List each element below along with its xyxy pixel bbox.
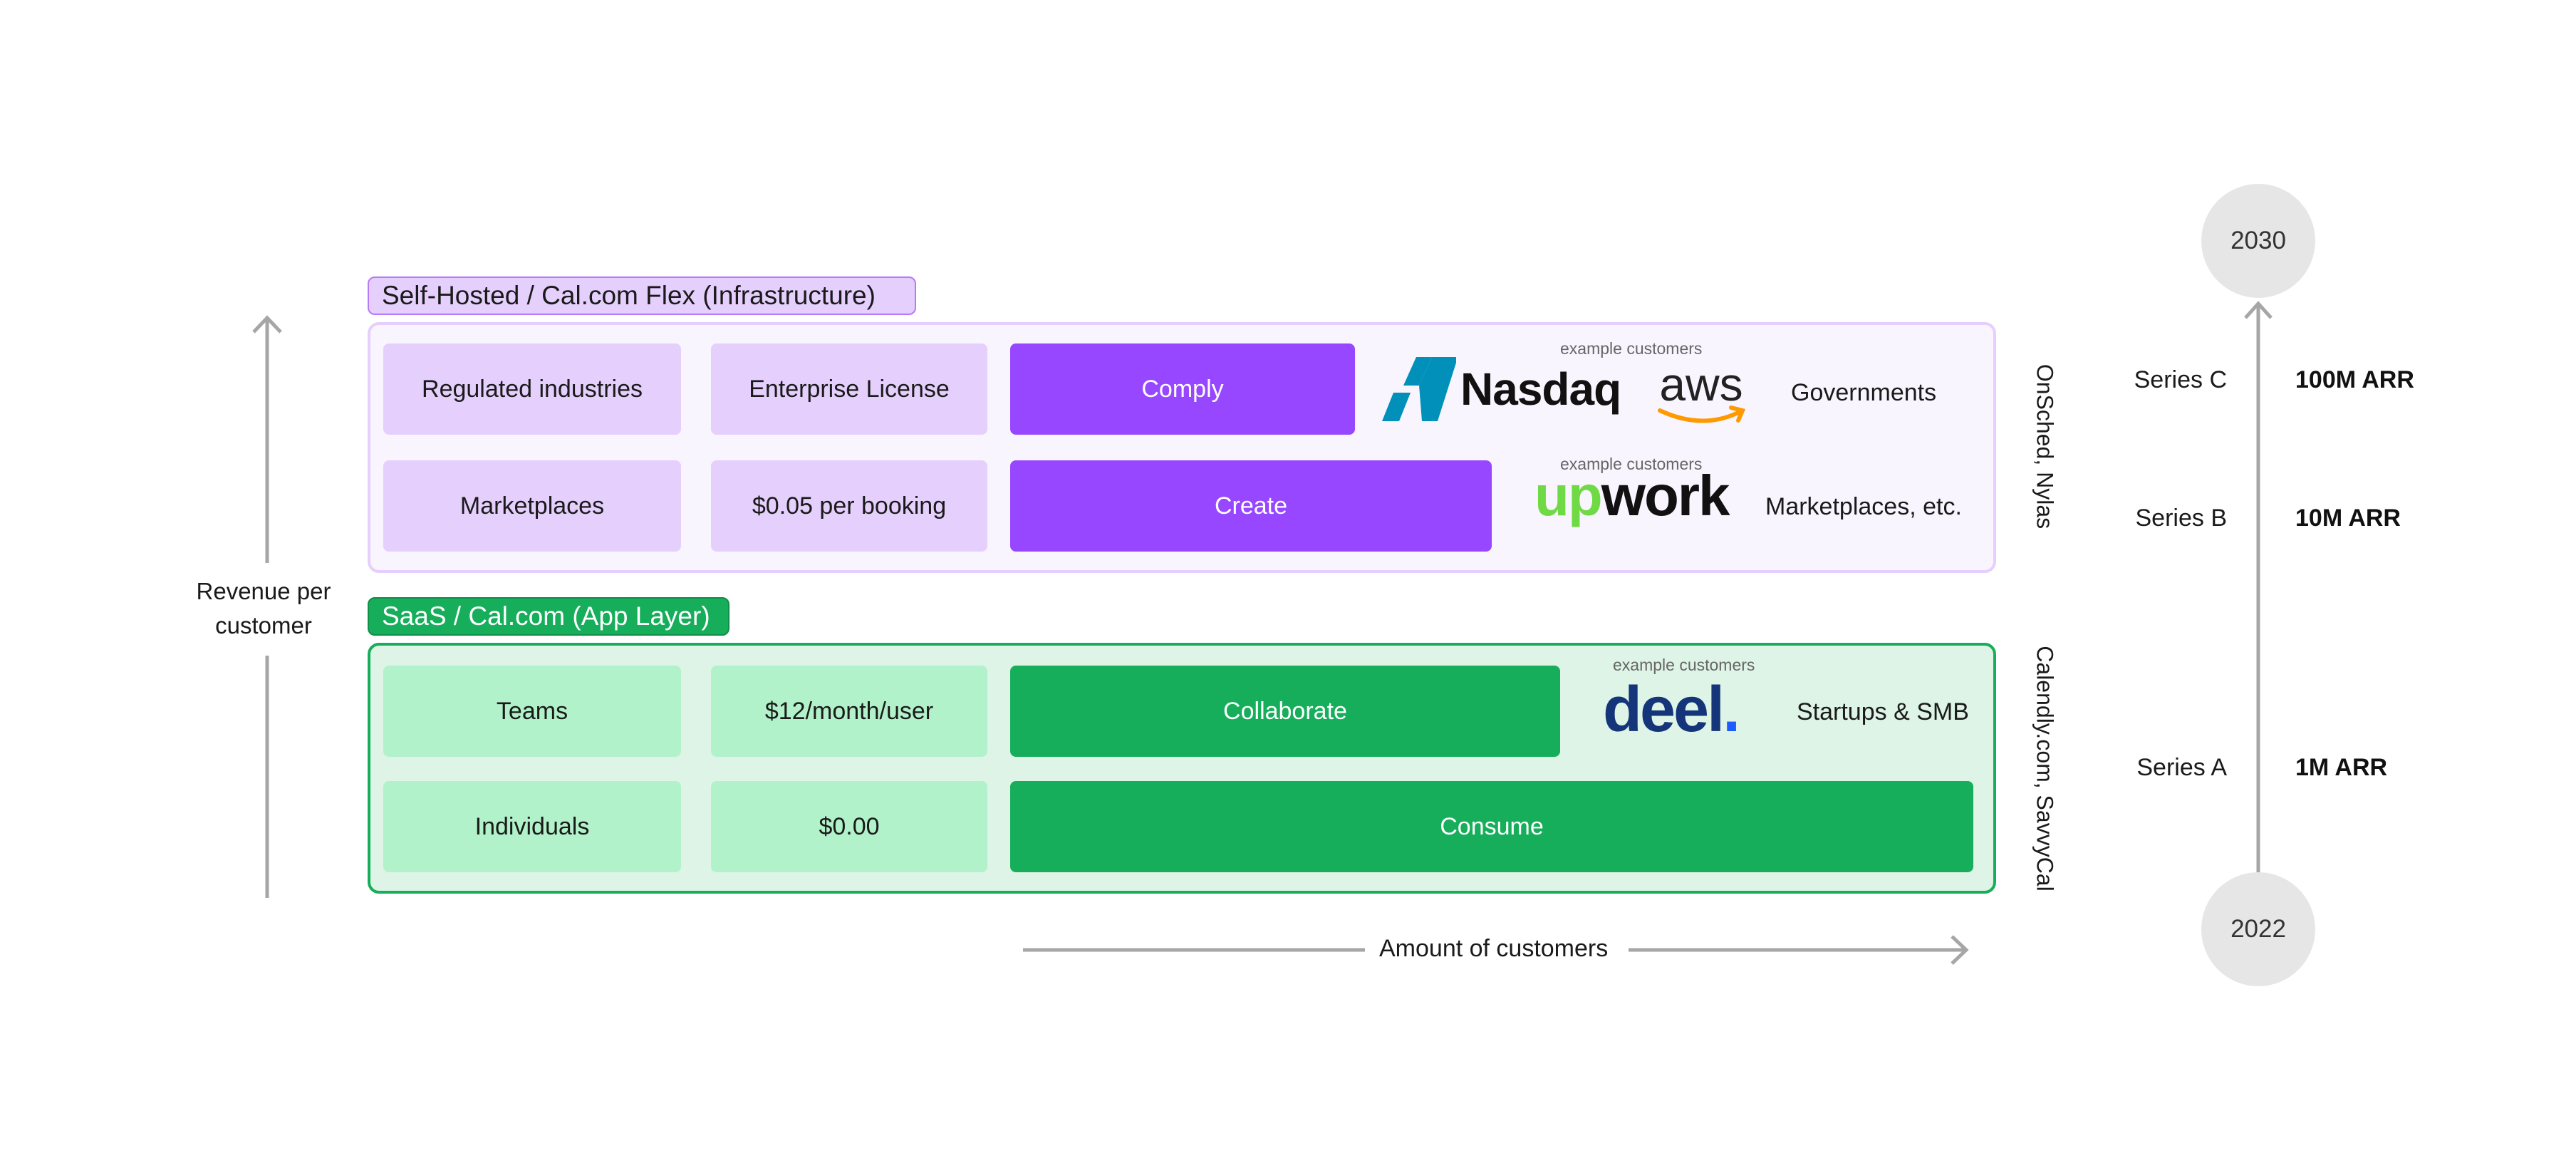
upwork-up-mark: up <box>1534 464 1603 527</box>
customers-axis-label: Amount of customers <box>1379 935 1609 962</box>
timeline-arrow <box>2244 301 2273 873</box>
timeline-end-year: 2030 <box>2201 184 2315 298</box>
customers-governments: Governments <box>1791 379 1937 406</box>
example-customers-label: example customers <box>1560 455 1703 473</box>
customers-axis-arrow <box>1023 935 1969 965</box>
example-customers-label: example customers <box>1560 339 1703 358</box>
upwork-work-mark: work <box>1601 464 1730 527</box>
price-free: $0.00 <box>711 781 987 872</box>
timeline-start-year: 2022 <box>2201 872 2315 986</box>
tier-collaborate: Collaborate <box>1010 666 1560 757</box>
example-customers-label: example customers <box>1613 656 1755 674</box>
milestone-series-b: Series B <box>2135 505 2228 532</box>
segment-teams: Teams <box>383 666 681 757</box>
segment-individuals: Individuals <box>383 781 681 872</box>
milestone-arr-1m: 1M ARR <box>2295 754 2388 781</box>
revenue-axis-arrow <box>252 315 282 898</box>
nasdaq-wordmark: Nasdaq <box>1460 363 1621 415</box>
deel-wordmark: deel. <box>1603 674 1740 745</box>
milestone-arr-100m: 100M ARR <box>2295 366 2414 393</box>
self-hosted-competitors-label: OnSched, Nylas <box>2032 363 2058 529</box>
price-enterprise-license: Enterprise License <box>711 343 987 435</box>
tier-create: Create <box>1010 460 1492 552</box>
customers-marketplaces: Marketplaces, etc. <box>1765 493 1962 520</box>
upwork-logo: upwork <box>1534 463 1730 529</box>
segment-regulated-industries: Regulated industries <box>383 343 681 435</box>
aws-logo: aws <box>1651 361 1751 429</box>
milestone-series-a: Series A <box>2136 754 2227 781</box>
milestone-series-c: Series C <box>2134 366 2227 393</box>
segment-marketplaces: Marketplaces <box>383 460 681 552</box>
nasdaq-icon <box>1382 357 1456 421</box>
deel-logo: deel. <box>1603 674 1740 745</box>
nasdaq-logo: Nasdaq <box>1382 355 1621 423</box>
price-per-booking: $0.05 per booking <box>711 460 987 552</box>
tier-consume: Consume <box>1010 781 1973 872</box>
self-hosted-title: Self-Hosted / Cal.com Flex (Infrastructu… <box>368 276 916 315</box>
price-per-user: $12/month/user <box>711 666 987 757</box>
revenue-axis-label: Revenue per customer <box>196 578 331 639</box>
saas-competitors-label: Calendly.com, SavvyCal <box>2032 646 2058 891</box>
aws-wordmark: aws <box>1659 358 1743 410</box>
tier-comply: Comply <box>1010 343 1355 435</box>
saas-title: SaaS / Cal.com (App Layer) <box>368 597 729 636</box>
customers-startups-smb: Startups & SMB <box>1797 698 1969 725</box>
deel-dot: . <box>1723 674 1740 745</box>
milestone-arr-10m: 10M ARR <box>2295 505 2401 532</box>
aws-smile-icon <box>1658 405 1746 423</box>
